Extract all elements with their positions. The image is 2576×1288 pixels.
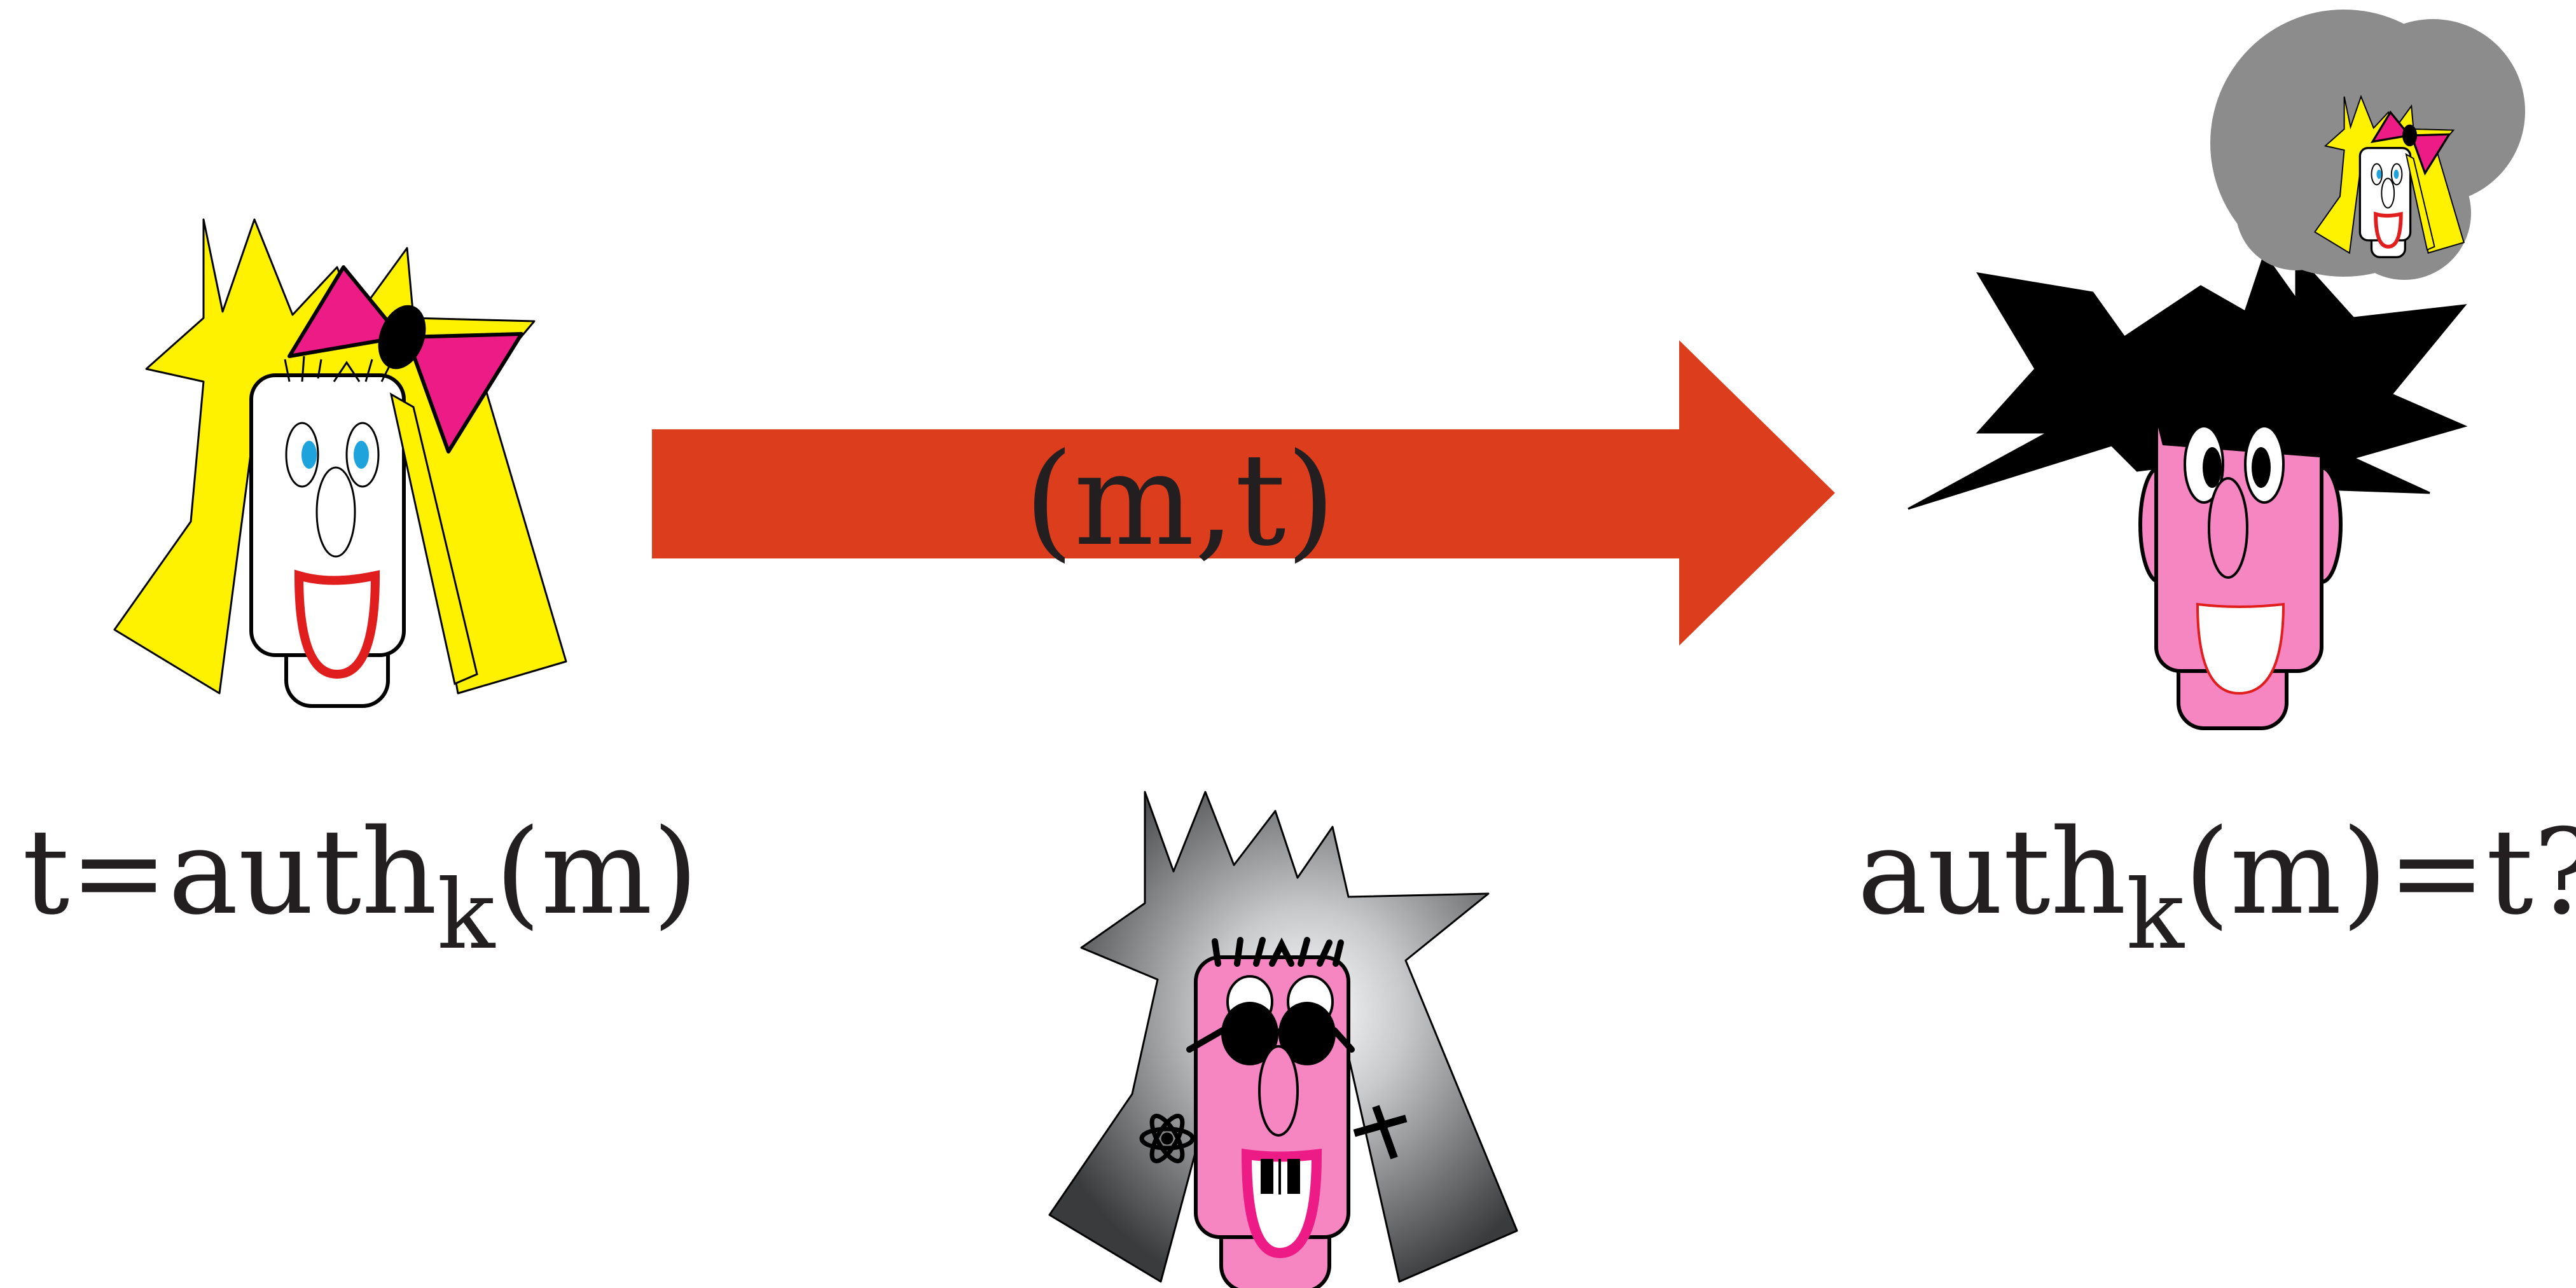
atom-earring-icon	[1139, 1114, 1195, 1163]
sender-mouth	[294, 569, 380, 679]
thought-bubble-icon	[2210, 10, 2525, 280]
sender-formula-lhs: t=auth	[22, 803, 437, 941]
bow-icon	[287, 265, 523, 454]
mini-sender-face-icon	[2313, 95, 2465, 258]
cross-earring-icon	[1353, 1105, 1408, 1160]
sender-face-icon	[113, 218, 567, 708]
message-label: (m,t)	[1024, 426, 1336, 574]
sender-formula-subscript: k	[437, 860, 495, 971]
receiver-formula-subscript: k	[2126, 860, 2185, 971]
message-arrow: (m,t)	[652, 340, 1835, 646]
sender-formula-arg: (m)	[495, 803, 698, 941]
arrow-shape	[652, 340, 1835, 646]
receiver-formula: authk(m)=t?	[1857, 803, 2576, 971]
eavesdropper-face-icon	[1048, 791, 1518, 1288]
receiver-formula-rest: (m)=t?	[2184, 803, 2576, 941]
receiver-face-icon	[1908, 252, 2468, 730]
receiver-formula-fn: auth	[1857, 803, 2126, 941]
sunglasses-icon	[1186, 1002, 1355, 1065]
sender-nose	[315, 466, 356, 558]
sender-formula: t=authk(m)	[22, 803, 698, 971]
